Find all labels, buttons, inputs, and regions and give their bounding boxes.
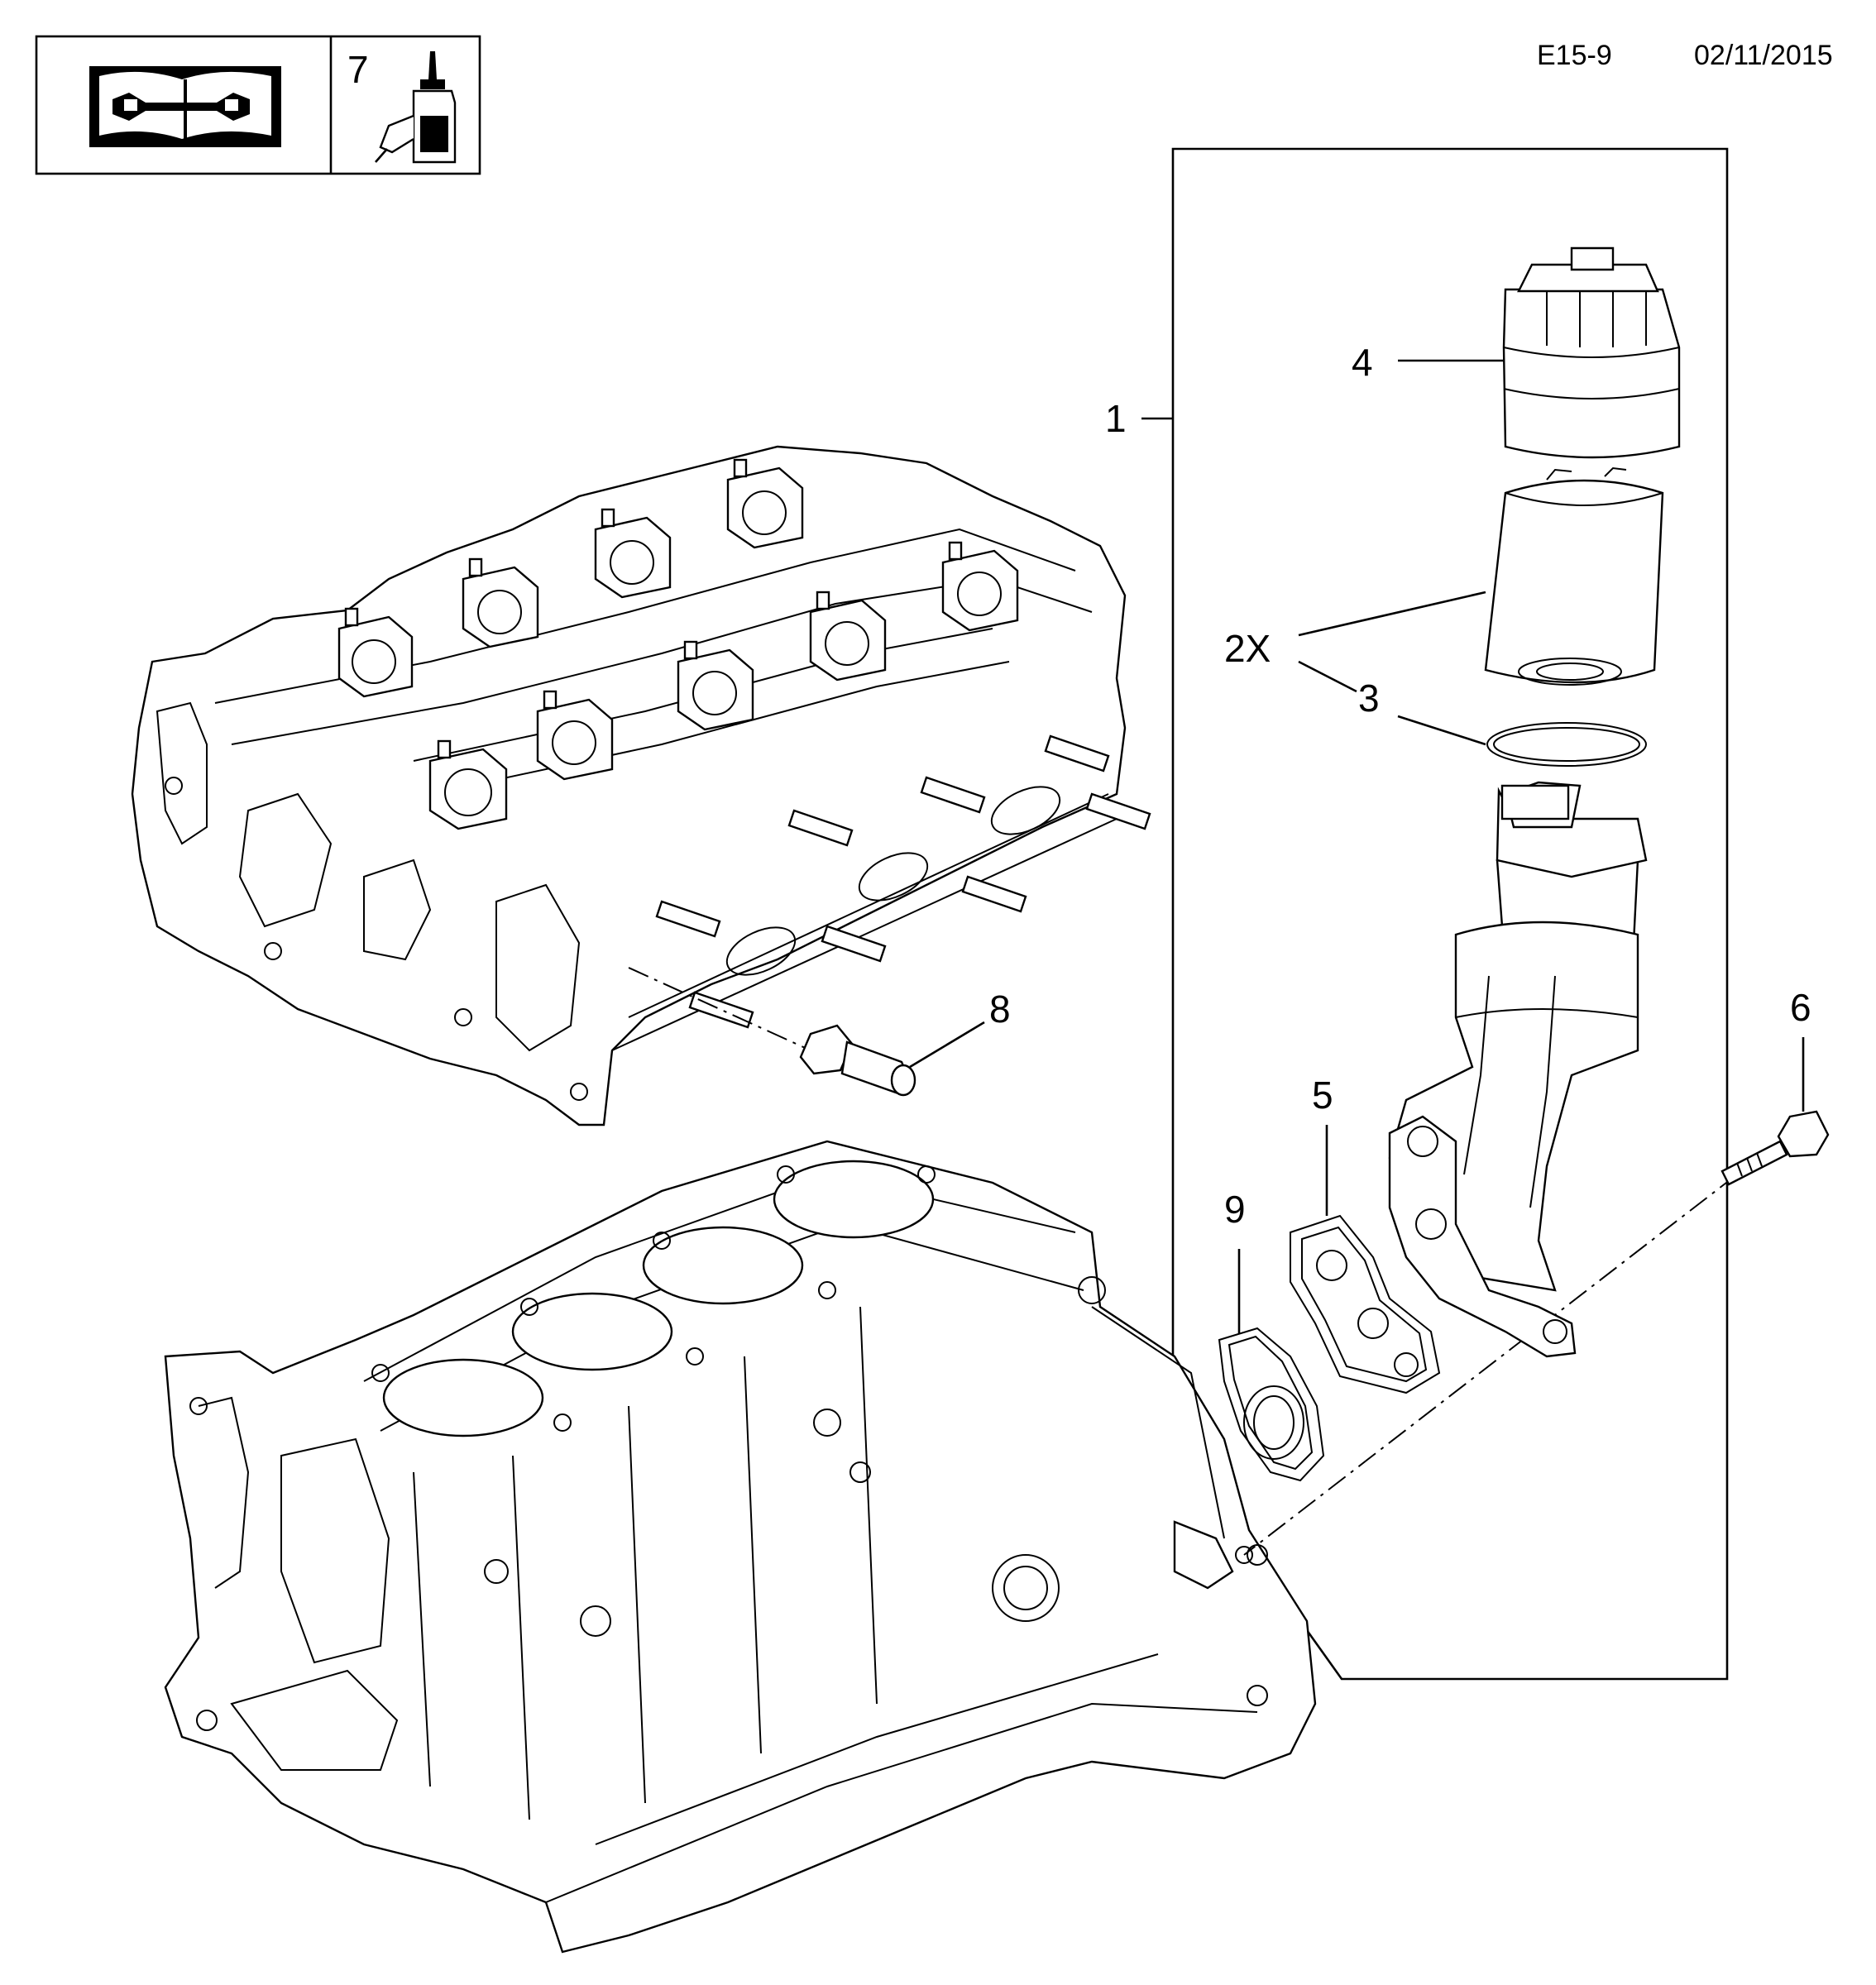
oil-pressure-sensor bbox=[799, 1024, 916, 1097]
bore-3 bbox=[642, 1226, 804, 1305]
callout-9: 9 bbox=[1224, 1188, 1246, 1231]
leader-3 bbox=[1397, 715, 1486, 746]
callout-1: 1 bbox=[1105, 397, 1127, 440]
adhesive-callout-label: 7 bbox=[347, 48, 369, 91]
bore-2 bbox=[511, 1292, 673, 1371]
o-ring-inner bbox=[1493, 727, 1640, 762]
kit-bracket-outline bbox=[1171, 147, 1729, 1681]
leader-2x-3 bbox=[1298, 660, 1357, 693]
housing-bolt bbox=[1720, 1110, 1830, 1186]
bolt-alignment-dash bbox=[1243, 1174, 1738, 1556]
callout-8: 8 bbox=[989, 988, 1011, 1031]
leader-8 bbox=[909, 1021, 985, 1069]
bore-4 bbox=[773, 1160, 935, 1239]
filter-mount-hole bbox=[1235, 1546, 1253, 1564]
o-ring bbox=[1486, 722, 1647, 767]
passage-seal bbox=[1218, 1327, 1325, 1482]
bore-1 bbox=[382, 1358, 544, 1437]
callout-3: 3 bbox=[1358, 677, 1380, 720]
callout-4: 4 bbox=[1352, 341, 1373, 384]
legend-box: 7 bbox=[35, 35, 481, 175]
diagram-date: 02/11/2015 bbox=[1694, 40, 1833, 71]
leader-2x bbox=[1298, 591, 1486, 637]
sensor-leader-dash bbox=[628, 967, 811, 1051]
service-manual-book-icon bbox=[89, 66, 281, 147]
diagram-code: E15-9 bbox=[1537, 40, 1612, 71]
oil-filter-cap bbox=[1502, 246, 1681, 459]
oil-filter-element bbox=[1484, 466, 1664, 686]
housing-gasket bbox=[1290, 1214, 1441, 1394]
cylinder-head bbox=[131, 445, 1151, 1126]
engine-block bbox=[164, 1140, 1317, 1954]
callout-5: 5 bbox=[1312, 1074, 1333, 1117]
callout-2x: 2X bbox=[1224, 627, 1271, 670]
oil-filter-housing bbox=[1388, 781, 1648, 1358]
callout-6: 6 bbox=[1790, 986, 1811, 1029]
sealant-bottle-icon bbox=[375, 51, 457, 164]
